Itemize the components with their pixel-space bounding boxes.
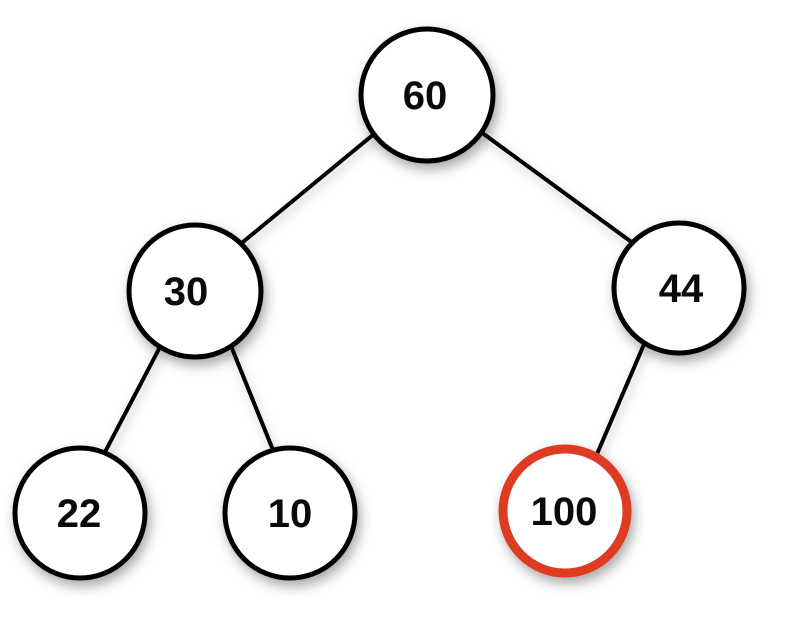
node-circle-30[interactable] (126, 222, 264, 360)
tree-node-60[interactable]: 60 (358, 26, 496, 164)
edge-30-22 (103, 345, 162, 454)
node-label-100: 100 (531, 490, 598, 534)
edge-group (103, 130, 647, 456)
tree-node-44[interactable]: 44 (611, 220, 747, 356)
edge-30-10 (229, 344, 275, 452)
node-circle-100[interactable] (498, 444, 632, 578)
edge-60-30 (230, 132, 376, 253)
edge-44-100 (595, 340, 647, 456)
node-label-10: 10 (268, 492, 313, 536)
node-label-30: 30 (164, 270, 209, 314)
node-label-60: 60 (403, 74, 448, 118)
node-group: 60 30 44 22 10 100 (12, 26, 747, 581)
node-circle-10[interactable] (222, 445, 358, 581)
edge-60-44 (479, 130, 643, 251)
node-circle-60[interactable] (358, 26, 496, 164)
tree-node-22[interactable]: 22 (12, 445, 148, 581)
node-label-22: 22 (57, 492, 102, 536)
tree-node-10[interactable]: 10 (222, 445, 358, 581)
node-circle-22[interactable] (12, 445, 148, 581)
tree-node-100-highlighted[interactable]: 100 (498, 444, 632, 578)
node-circle-44[interactable] (611, 220, 747, 356)
node-label-44: 44 (659, 267, 704, 311)
tree-node-30[interactable]: 30 (126, 222, 264, 360)
